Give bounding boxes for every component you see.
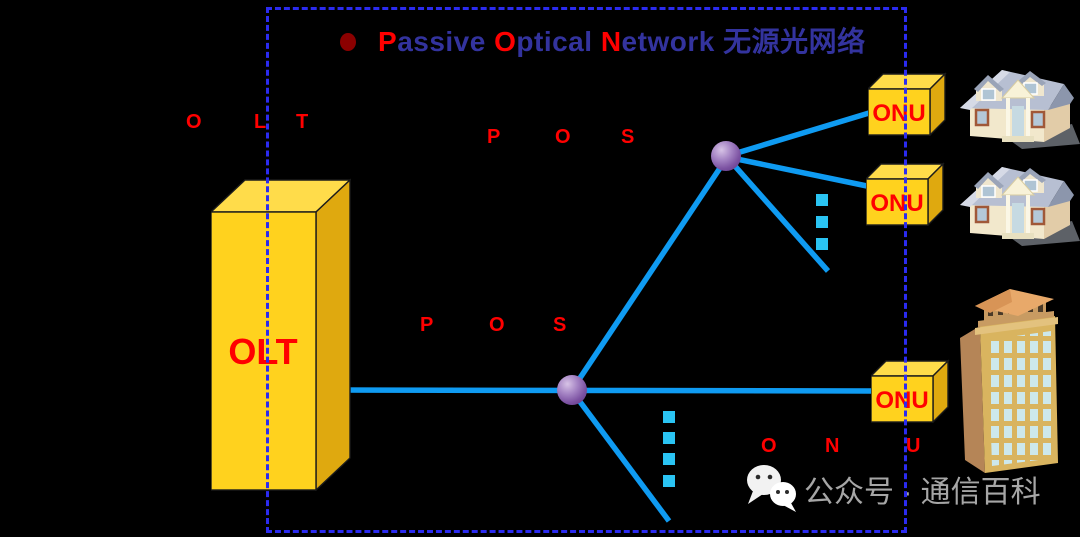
wechat-icon (747, 465, 796, 512)
pos-lower-letter: S (553, 314, 567, 336)
onu-device-1: ONU (868, 72, 948, 136)
olt-box-icon: OLT (211, 178, 351, 491)
onu2-front-face (866, 178, 929, 226)
olt-label: OLT (228, 331, 297, 372)
ellipsis-dot (663, 432, 675, 444)
olt-box-front-face (211, 211, 317, 491)
onu3-box-icon: ONU (871, 359, 950, 423)
onu1-front-face (868, 88, 931, 136)
ellipsis-dot (663, 411, 675, 423)
olt-letter: O (186, 111, 202, 133)
optical-splitter-lower (557, 375, 587, 405)
onu3-front-face (871, 375, 934, 423)
title-seg: etwork (621, 26, 715, 57)
optical-splitter-upper (711, 141, 741, 171)
watermark-text: 公众号 · 通信百科 (804, 476, 1041, 509)
onu-device-2: ONU (866, 162, 946, 226)
title-seg: N (600, 26, 622, 57)
pos-lower-letter: P (420, 314, 434, 336)
house-icon (952, 153, 1080, 253)
pos-upper-letter: P (487, 126, 501, 148)
fiber-splitter2-to-onu2 (726, 154, 868, 189)
ellipsis-dot (663, 453, 675, 465)
house-icon (952, 56, 1080, 156)
olt-device: OLT (211, 178, 351, 491)
ellipsis-dot (816, 238, 828, 250)
olt-letter: L (254, 111, 267, 133)
watermark: 公众号 · 通信百科 (744, 462, 1041, 516)
fiber-splitter1-branch-down (569, 389, 672, 523)
onu-letter: N (825, 435, 840, 457)
ellipsis-dot (816, 216, 828, 228)
pos-upper-letter: S (621, 126, 635, 148)
fiber-splitter1-to-splitter2 (569, 154, 731, 392)
title-seg: P (378, 26, 398, 57)
onu-letter: O (761, 435, 777, 457)
pos-lower-letter: O (489, 314, 505, 336)
onu1-box-icon: ONU (868, 72, 947, 136)
onu3-label: ONU (875, 387, 928, 414)
ellipsis-dot (816, 194, 828, 206)
ellipsis-dot (663, 475, 675, 487)
title-text: Passive Optical Network 无源光网络 (378, 20, 866, 60)
bullet-icon (340, 33, 356, 51)
fiber-splitter2-branch-down (723, 154, 831, 273)
title-seg: ptical (516, 26, 601, 57)
fiber-olt-to-onu3 (336, 387, 873, 394)
onu1-label: ONU (872, 100, 925, 127)
olt-box-side-face (315, 178, 351, 491)
olt-letter: T (296, 111, 309, 133)
title-seg: 无源光网络 (714, 26, 866, 57)
pos-upper-letter: O (555, 126, 571, 148)
diagram-title: Passive Optical Network 无源光网络 (340, 20, 866, 60)
onu2-box-icon: ONU (866, 162, 945, 226)
building-icon (950, 288, 1065, 483)
onu2-label: ONU (870, 190, 923, 217)
onu-device-3: ONU (871, 359, 951, 423)
onu-letter: U (906, 435, 921, 457)
pon-boundary-box (266, 7, 907, 533)
title-seg: O (494, 26, 517, 57)
fiber-splitter2-to-onu1 (726, 110, 870, 159)
title-seg: assive (397, 26, 495, 57)
